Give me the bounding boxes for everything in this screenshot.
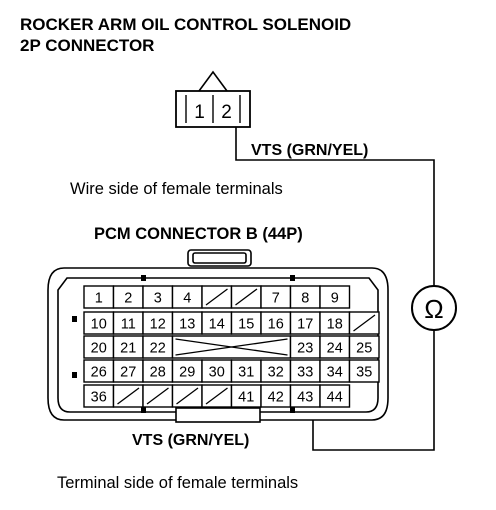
pcm-pin-30: 30 xyxy=(209,365,225,381)
pcm-pin-12: 12 xyxy=(150,317,166,333)
pcm-pin-18: 18 xyxy=(327,317,343,333)
pcm-pin-4: 4 xyxy=(183,291,191,307)
pcm-pin-14: 14 xyxy=(209,317,225,333)
terminal-side-caption: Terminal side of female terminals xyxy=(57,474,298,492)
pcm-pin-9-cell xyxy=(319,285,351,309)
solenoid-pin-2: 2 xyxy=(221,102,232,123)
pcm-pin-28: 28 xyxy=(150,365,166,381)
wire-meter-to-pcm xyxy=(312,330,435,451)
pcm-pin-34: 34 xyxy=(327,365,343,381)
pcm-pin-16: 16 xyxy=(268,317,284,333)
pcm-pin-43: 43 xyxy=(297,390,313,406)
pcm-pin-13: 13 xyxy=(179,317,195,333)
pcm-pin-7: 7 xyxy=(272,291,280,307)
vts-label-bottom: VTS (GRN/YEL) xyxy=(132,432,249,449)
pcm-pin-21: 21 xyxy=(120,341,136,357)
solenoid-pin-1: 1 xyxy=(194,102,205,123)
pcm-connector-title: PCM CONNECTOR B (44P) xyxy=(94,225,303,243)
pcm-pin-17: 17 xyxy=(297,317,313,333)
pcm-pin-27: 27 xyxy=(120,365,136,381)
pcm-pin-25: 25 xyxy=(356,341,372,357)
blank-slash xyxy=(117,387,140,405)
pcm-pin-31: 31 xyxy=(238,365,254,381)
pcm-pin-3: 3 xyxy=(154,291,162,307)
pcm-pin-35-cell xyxy=(348,359,380,383)
vts-label-top: VTS (GRN/YEL) xyxy=(251,142,368,159)
pcm-pin-44-cell xyxy=(319,384,351,408)
pcm-pin-35: 35 xyxy=(356,365,372,381)
solenoid-title-line2: 2P CONNECTOR xyxy=(20,36,154,55)
blank-slash xyxy=(205,387,228,405)
blank-slash xyxy=(353,314,376,332)
blank-slash xyxy=(176,387,199,405)
pcm-pin-10: 10 xyxy=(91,317,107,333)
cavity-cross-line xyxy=(175,338,288,356)
solenoid-title-line1: ROCKER ARM OIL CONTROL SOLENOID xyxy=(20,15,351,34)
pcm-pin-15: 15 xyxy=(238,317,254,333)
pcm-pin-2: 2 xyxy=(124,291,132,307)
pcm-pin-44: 44 xyxy=(327,390,343,406)
pcm-pin-36: 36 xyxy=(91,390,107,406)
blank-slash xyxy=(235,288,258,306)
pcm-pin-33: 33 xyxy=(297,365,313,381)
pcm-pin-8: 8 xyxy=(301,291,309,307)
pcm-pin-20: 20 xyxy=(91,341,107,357)
pcm-pin-29: 29 xyxy=(179,365,195,381)
pcm-pin-32: 32 xyxy=(268,365,284,381)
pcm-pin-11: 11 xyxy=(121,317,136,333)
wire-solenoid-to-meter xyxy=(235,127,435,286)
pcm-pin-42: 42 xyxy=(268,390,284,406)
pcm-pin-25-cell xyxy=(348,335,380,359)
test-lead-wires xyxy=(235,127,435,451)
wire-side-caption: Wire side of female terminals xyxy=(70,180,283,198)
solenoid-2p-connector: 1 2 xyxy=(175,70,251,128)
pcm-pin-24: 24 xyxy=(327,341,343,357)
ohmmeter-icon: Ω xyxy=(411,285,457,331)
pcm-pin-41: 41 xyxy=(238,390,254,406)
pcm-pin-26: 26 xyxy=(91,365,107,381)
ohm-symbol: Ω xyxy=(424,294,443,324)
pcm-pin-22: 22 xyxy=(150,341,166,357)
pcm-pin-9: 9 xyxy=(331,291,339,307)
blank-slash xyxy=(146,387,169,405)
pcm-pin-23: 23 xyxy=(297,341,313,357)
pcm-pin-1: 1 xyxy=(95,291,103,307)
blank-slash xyxy=(205,288,228,306)
